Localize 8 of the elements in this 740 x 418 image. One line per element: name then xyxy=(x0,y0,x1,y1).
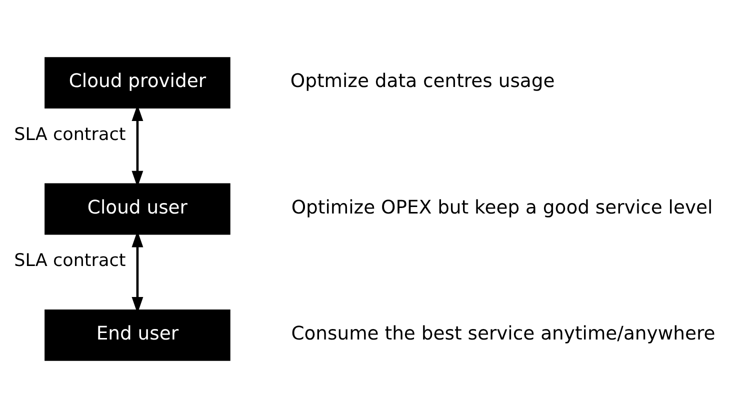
node-label: Optimize OPEX but keep a good service level xyxy=(291,197,713,218)
edge-label: SLA contract xyxy=(14,124,126,145)
edge-label: SLA contract xyxy=(14,251,126,272)
node-label: Consume the best service anytime/anywhere xyxy=(291,324,716,345)
node-label: Optmize data centres usage xyxy=(290,71,555,92)
node-box: Cloud user xyxy=(44,183,230,235)
node-box: End user xyxy=(44,310,230,361)
node-box: Cloud provider xyxy=(44,57,230,108)
